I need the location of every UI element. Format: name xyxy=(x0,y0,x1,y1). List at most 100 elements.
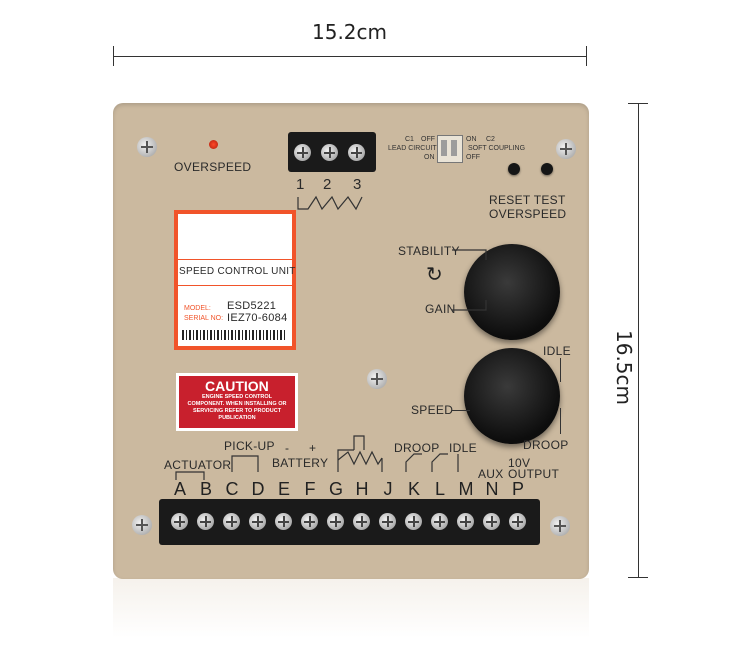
soft-coupling-label: SOFT COUPLING xyxy=(468,145,526,152)
terminal-letter-g: G xyxy=(328,479,343,499)
terminal-screw-icon[interactable] xyxy=(301,513,318,530)
battery-label: BATTERY xyxy=(272,456,329,470)
terminal-screw-icon[interactable] xyxy=(457,513,474,530)
switch-on-label: ON xyxy=(424,154,435,161)
board-reflection xyxy=(113,578,589,638)
height-dimension-line xyxy=(638,103,639,578)
center-screw-icon xyxy=(367,369,387,389)
terminal-screw-icon[interactable] xyxy=(483,513,500,530)
terminal-number-3: 3 xyxy=(353,176,362,193)
switch-off-label: OFF xyxy=(421,136,435,143)
terminal-letter-j: J xyxy=(383,479,393,499)
switch-off2-label: OFF xyxy=(466,154,480,161)
terminal-screw-icon[interactable] xyxy=(223,513,240,530)
terminal-screw-icon[interactable] xyxy=(321,144,338,161)
corner-screw-icon xyxy=(132,515,152,535)
terminal-screw-icon[interactable] xyxy=(197,513,214,530)
caution-title: CAUTION xyxy=(205,378,269,394)
actuator-label: ACTUATOR xyxy=(164,458,232,472)
speed-label: SPEED xyxy=(411,403,454,417)
product-label-divider-2 xyxy=(178,285,292,286)
switch-c1-label: C1 xyxy=(405,136,414,143)
pickup-label: PICK-UP xyxy=(224,439,275,453)
terminal-letter-p: P xyxy=(511,479,524,499)
terminal-number-1: 1 xyxy=(296,176,305,193)
idle-bracket-line xyxy=(560,358,561,382)
droop-knob-label: DROOP xyxy=(523,438,569,452)
terminal-letter-a: A xyxy=(173,479,186,499)
overspeed-test-button[interactable] xyxy=(541,163,553,175)
terminal-number-2: 2 xyxy=(323,176,332,193)
corner-screw-icon xyxy=(550,516,570,536)
width-tick-left xyxy=(113,46,114,66)
terminal-screw-icon[interactable] xyxy=(353,513,370,530)
model-value: ESD5221 xyxy=(227,300,277,312)
terminal-screw-row xyxy=(167,513,537,531)
overspeed-test-label: OVERSPEED xyxy=(489,207,567,221)
terminal-letter-m: M xyxy=(458,479,474,499)
terminal-diagram-icon xyxy=(297,195,363,211)
terminal-screw-icon[interactable] xyxy=(275,513,292,530)
height-tick-bottom xyxy=(628,577,648,578)
speed-knob[interactable] xyxy=(464,348,560,444)
dip-switch-toggle-2[interactable] xyxy=(451,140,457,156)
terminal-screw-icon[interactable] xyxy=(171,513,188,530)
corner-screw-icon xyxy=(556,139,576,159)
serial-key: SERIAL NO: xyxy=(184,315,224,322)
product-title: SPEED CONTROL UNIT xyxy=(179,266,296,277)
caution-body: ENGINE SPEED CONTROL COMPONENT. WHEN INS… xyxy=(187,394,287,421)
terminal-letter-l: L xyxy=(434,479,445,499)
terminal-screw-icon[interactable] xyxy=(327,513,344,530)
switch-c2-label: C2 xyxy=(486,136,495,143)
idle-label: IDLE xyxy=(543,344,571,358)
terminal-screw-icon[interactable] xyxy=(431,513,448,530)
terminal-letter-h: H xyxy=(355,479,369,499)
overspeed-led-label: OVERSPEED xyxy=(174,160,252,174)
terminal-screw-icon[interactable] xyxy=(348,144,365,161)
terminal-letter-f: F xyxy=(304,479,316,499)
terminal-screw-icon[interactable] xyxy=(379,513,396,530)
terminal-letter-b: B xyxy=(199,479,212,499)
corner-screw-icon xyxy=(137,137,157,157)
terminal-letter-k: K xyxy=(407,479,420,499)
terminal-letter-c: C xyxy=(225,479,239,499)
barcode-icon xyxy=(182,330,286,340)
speed-pointer-line xyxy=(452,410,470,411)
product-label-divider xyxy=(178,259,292,260)
terminal-letter-e: E xyxy=(277,479,290,499)
terminal-letters: A B C D E F G H J K L M N P xyxy=(167,479,537,503)
droop-terminal-label: DROOP xyxy=(394,441,440,455)
aux-label: AUX xyxy=(478,467,504,481)
droop-bracket-line xyxy=(560,408,561,434)
dip-switch-toggle-1[interactable] xyxy=(441,140,447,156)
rotate-arrow-icon: ↻ xyxy=(426,264,443,286)
width-label: 15.2cm xyxy=(312,20,388,44)
model-key: MODEL: xyxy=(184,305,211,312)
lead-circuit-label: LEAD CIRCUIT xyxy=(388,145,437,152)
width-dimension-line xyxy=(113,56,587,57)
output-label: OUTPUT xyxy=(508,467,560,481)
terminal-screw-icon[interactable] xyxy=(294,144,311,161)
terminal-screw-icon[interactable] xyxy=(509,513,526,530)
v10-label: 10V xyxy=(508,456,531,470)
stability-label: STABILITY xyxy=(398,244,460,258)
gain-label: GAIN xyxy=(425,302,456,316)
bottom-terminal-block xyxy=(159,499,540,545)
idle-terminal-label: IDLE xyxy=(449,441,477,455)
reset-test-label: RESET TEST xyxy=(489,193,566,207)
terminal-letter-n: N xyxy=(485,479,499,499)
battery-plus-label: + xyxy=(309,441,317,455)
caution-label-body xyxy=(179,376,295,428)
switch-on2-label: ON xyxy=(466,136,477,143)
overspeed-led-icon xyxy=(209,140,218,149)
serial-value: IEZ70-6084 xyxy=(227,312,288,324)
product-label-body xyxy=(178,214,292,346)
terminal-letter-d: D xyxy=(251,479,265,499)
knob-bracket-icon xyxy=(452,249,487,311)
height-label: 16.5cm xyxy=(612,330,636,406)
terminal-wiring-diagram xyxy=(175,435,459,480)
reset-button[interactable] xyxy=(508,163,520,175)
stability-gain-knob[interactable] xyxy=(464,244,560,340)
terminal-screw-icon[interactable] xyxy=(249,513,266,530)
terminal-screw-icon[interactable] xyxy=(405,513,422,530)
